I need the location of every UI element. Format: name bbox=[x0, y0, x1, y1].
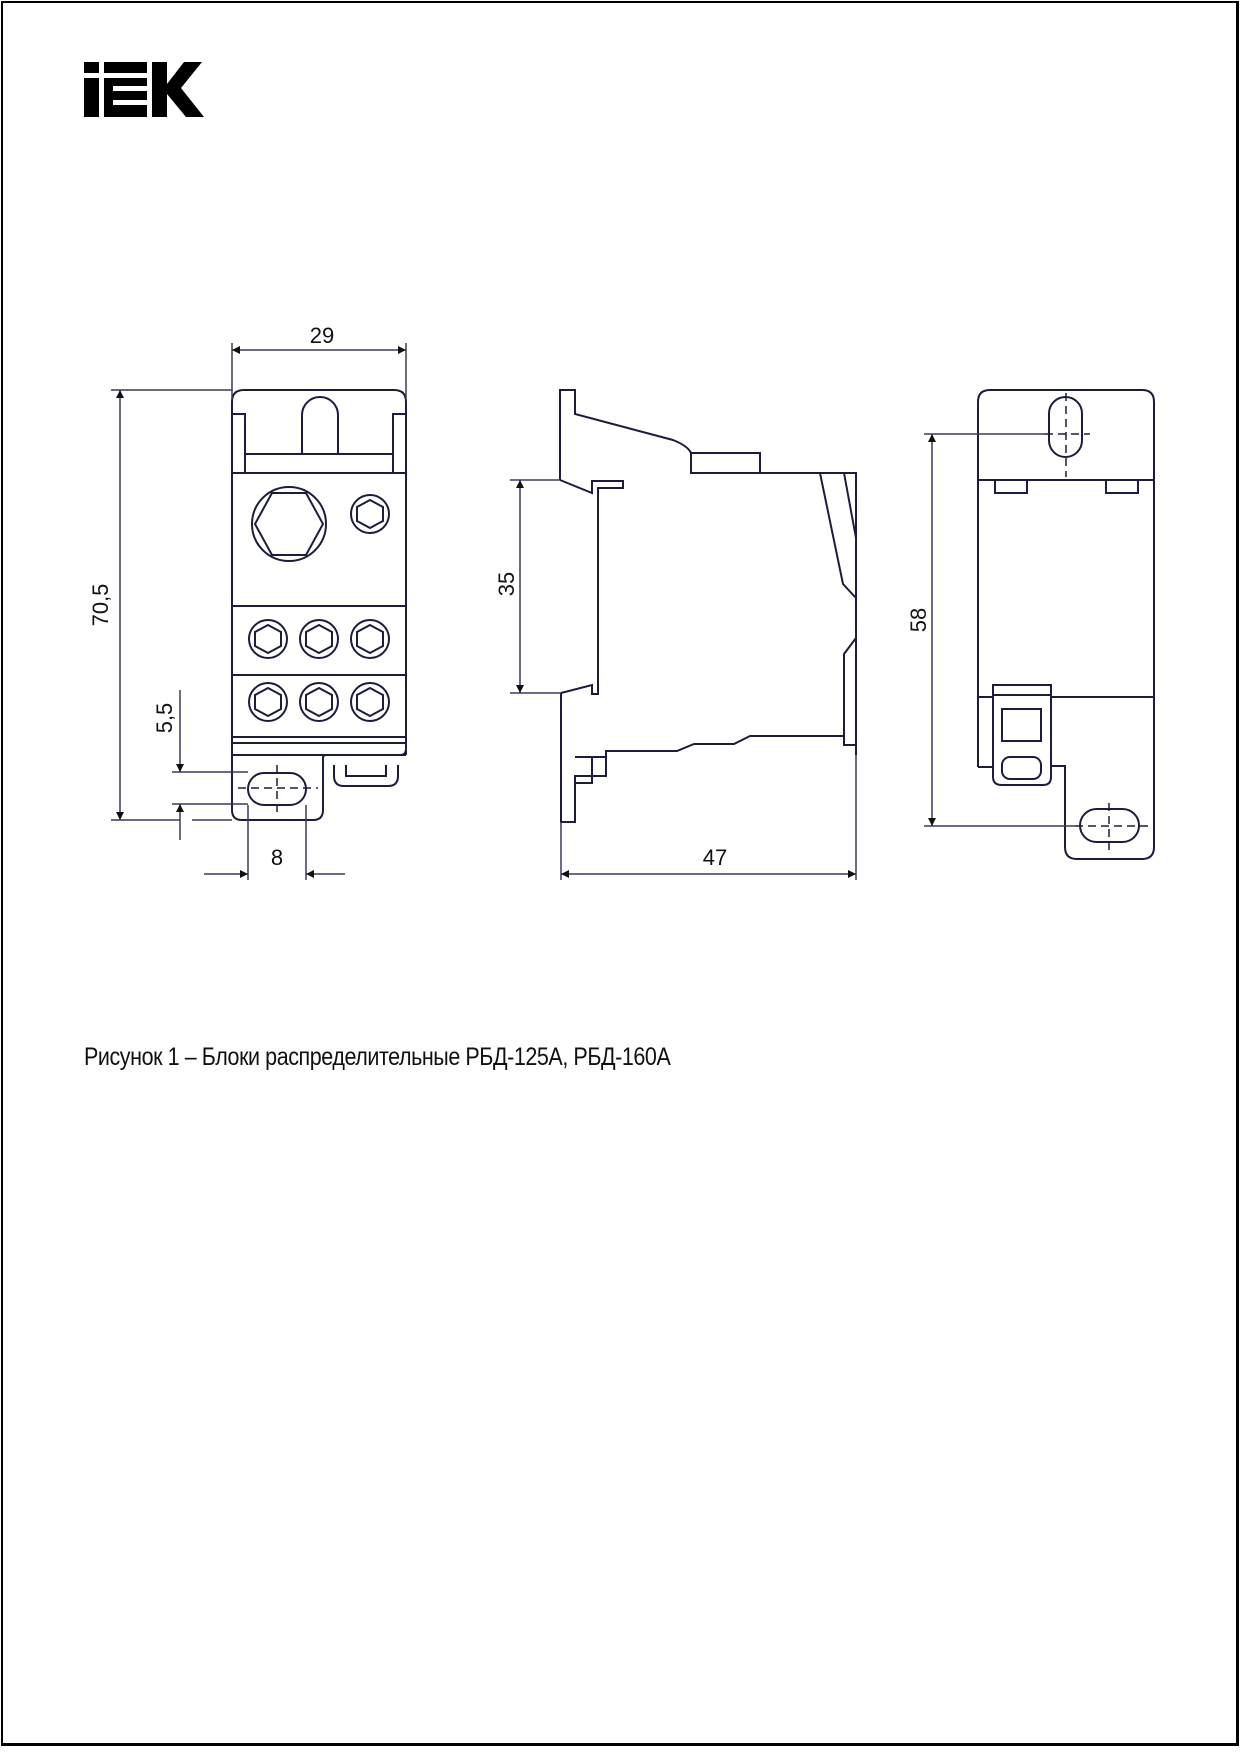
dim-pitch-58: 58 bbox=[906, 608, 931, 632]
dim-depth-47: 47 bbox=[703, 845, 727, 870]
dim-slot-height-5-5: 5,5 bbox=[152, 703, 177, 734]
side-view bbox=[559, 389, 857, 823]
dim-height-70-5: 70,5 bbox=[88, 584, 113, 627]
terminal-row-3 bbox=[248, 682, 390, 722]
figure-caption: Рисунок 1 – Блоки распределительные РБД-… bbox=[84, 1043, 671, 1071]
front-slot-centerlines bbox=[238, 765, 318, 815]
terminal-row-2 bbox=[248, 619, 390, 659]
dim-rail-35: 35 bbox=[494, 572, 519, 596]
dimension-lines bbox=[111, 343, 1078, 880]
iek-logo bbox=[84, 62, 204, 117]
rear-centerlines bbox=[1045, 393, 1150, 852]
dim-width-29: 29 bbox=[310, 323, 334, 348]
dim-slot-width-8: 8 bbox=[271, 845, 283, 870]
dimension-labels: 29 70,5 5,5 8 35 47 58 bbox=[88, 323, 931, 870]
front-view bbox=[231, 389, 407, 821]
